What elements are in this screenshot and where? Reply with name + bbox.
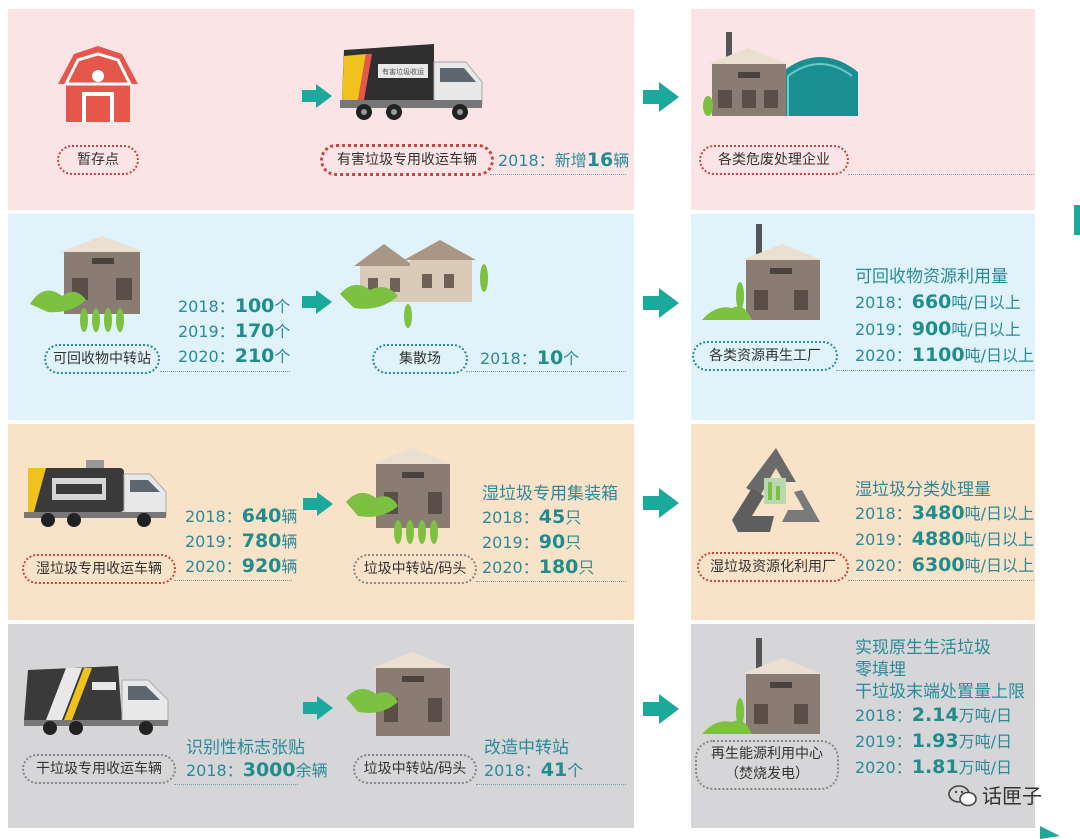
wet-transfer-label: 垃圾中转站/码头 bbox=[353, 554, 477, 584]
divider-line bbox=[466, 371, 626, 372]
wet-vehicle-2018: 2018：640辆 bbox=[185, 505, 298, 527]
station-stat-2018: 2018：100个 bbox=[178, 295, 291, 317]
energy-center-label: 再生能源利用中心 （焚烧发电） bbox=[695, 740, 839, 790]
dry-dest-title-2: 零填埋 bbox=[855, 660, 906, 680]
truck-sign: 有害垃圾收运 bbox=[382, 67, 424, 76]
wet-container-2019: 2019：90只 bbox=[482, 531, 582, 553]
arrow-right-icon bbox=[303, 492, 333, 516]
hub-stat: 2018：10个 bbox=[480, 347, 580, 369]
watermark: 话匣子 bbox=[948, 780, 1042, 809]
dry-vehicle-label: 干垃圾专用收运车辆 bbox=[22, 754, 176, 784]
arrow-right-icon bbox=[643, 488, 679, 518]
divider-line bbox=[490, 174, 626, 175]
divider-line bbox=[848, 174, 1034, 175]
arrow-right-icon bbox=[643, 288, 679, 318]
arrow-right-icon bbox=[643, 82, 679, 112]
wechat-icon bbox=[948, 785, 977, 807]
dry-vehicle-stat: 2018：3000余辆 bbox=[186, 759, 328, 781]
dry-station-stat: 2018：41个 bbox=[484, 759, 584, 781]
watermark-text: 话匣子 bbox=[982, 784, 1042, 808]
storage-point-label: 暂存点 bbox=[57, 145, 139, 175]
wet-dest-title: 湿垃圾分类处理量 bbox=[855, 480, 991, 500]
hazardous-dest-label: 各类危废处理企业 bbox=[699, 145, 849, 175]
recycle-station-icon bbox=[30, 236, 144, 332]
divider-line bbox=[836, 370, 1034, 371]
recycle-dest-title: 可回收物资源利用量 bbox=[855, 267, 1008, 287]
station-stat-2020: 2020：210个 bbox=[178, 345, 291, 367]
recycling-factory-icon bbox=[702, 224, 822, 320]
arrow-right-icon bbox=[302, 290, 332, 314]
energy-center-icon bbox=[702, 638, 822, 734]
dry-dest-title-1: 实现原生生活垃圾 bbox=[855, 638, 991, 658]
arrow-right-icon bbox=[643, 694, 679, 724]
energy-center-label-line2: （焚烧发电） bbox=[725, 766, 809, 782]
hazardous-waste-truck-icon: 有害垃圾收运 bbox=[340, 44, 483, 120]
dry-dest-2018: 2018：2.14万吨/日 bbox=[855, 704, 1013, 726]
divider-line bbox=[174, 784, 298, 785]
hazardous-vehicle-stat: 2018：新增16辆 bbox=[498, 149, 630, 171]
station-stat-2019: 2019：170个 bbox=[178, 320, 291, 342]
recycling-factory-label: 各类资源再生工厂 bbox=[692, 341, 838, 371]
divider-line bbox=[848, 580, 1034, 581]
wet-container-2018: 2018：45只 bbox=[482, 506, 582, 528]
wet-dest-label: 湿垃圾资源化利用厂 bbox=[697, 552, 849, 582]
wet-vehicle-2020: 2020：920辆 bbox=[185, 555, 298, 577]
wet-vehicle-2019: 2019：780辆 bbox=[185, 530, 298, 552]
row3-left-panel bbox=[8, 424, 634, 620]
divider-line bbox=[160, 371, 290, 372]
corner-arrow-icon bbox=[1040, 826, 1060, 839]
dry-transfer-station-icon bbox=[346, 652, 452, 736]
recycle-dest-2018: 2018：660吨/日以上 bbox=[855, 291, 1021, 313]
divider-line bbox=[174, 580, 292, 581]
wet-transfer-station-icon bbox=[346, 448, 452, 544]
wet-vehicle-label: 湿垃圾专用收运车辆 bbox=[22, 554, 176, 584]
dry-transfer-label: 垃圾中转站/码头 bbox=[353, 754, 477, 784]
recycle-dest-2020: 2020：1100吨/日以上 bbox=[855, 344, 1035, 366]
edge-marker-icon bbox=[1074, 205, 1080, 235]
hub-label: 集散场 bbox=[372, 344, 468, 374]
dry-dest-2019: 2019：1.93万吨/日 bbox=[855, 730, 1013, 752]
divider-line bbox=[476, 581, 626, 582]
wet-dest-2018: 2018：3480吨/日以上 bbox=[855, 502, 1035, 524]
dry-waste-truck-icon bbox=[24, 666, 169, 735]
wet-container-title: 湿垃圾专用集装箱 bbox=[482, 484, 618, 504]
dry-dest-title-3: 干垃圾末端处置量上限 bbox=[855, 682, 1025, 702]
wet-waste-truck-icon bbox=[24, 460, 167, 527]
arrow-right-icon bbox=[303, 696, 333, 720]
barn-icon bbox=[58, 46, 138, 122]
dry-dest-2020: 2020：1.81万吨/日 bbox=[855, 756, 1013, 778]
wet-container-2020: 2020：180只 bbox=[482, 556, 595, 578]
hazardous-vehicle-label: 有害垃圾专用收运车辆 bbox=[320, 144, 494, 176]
recycle-station-label: 可回收物中转站 bbox=[44, 344, 160, 374]
dry-vehicle-title: 识别性标志张贴 bbox=[186, 738, 305, 758]
wet-dest-2020: 2020：6300吨/日以上 bbox=[855, 554, 1035, 576]
energy-center-label-line1: 再生能源利用中心 bbox=[711, 746, 823, 762]
wet-dest-2019: 2019：4880吨/日以上 bbox=[855, 528, 1035, 550]
recycle-symbol-icon bbox=[732, 448, 820, 532]
dry-station-title: 改造中转站 bbox=[484, 738, 569, 758]
hub-icon bbox=[340, 240, 488, 328]
recycle-dest-2019: 2019：900吨/日以上 bbox=[855, 318, 1021, 340]
divider-line bbox=[476, 784, 626, 785]
hazardous-facility-icon bbox=[703, 32, 858, 116]
arrow-right-icon bbox=[302, 84, 332, 108]
